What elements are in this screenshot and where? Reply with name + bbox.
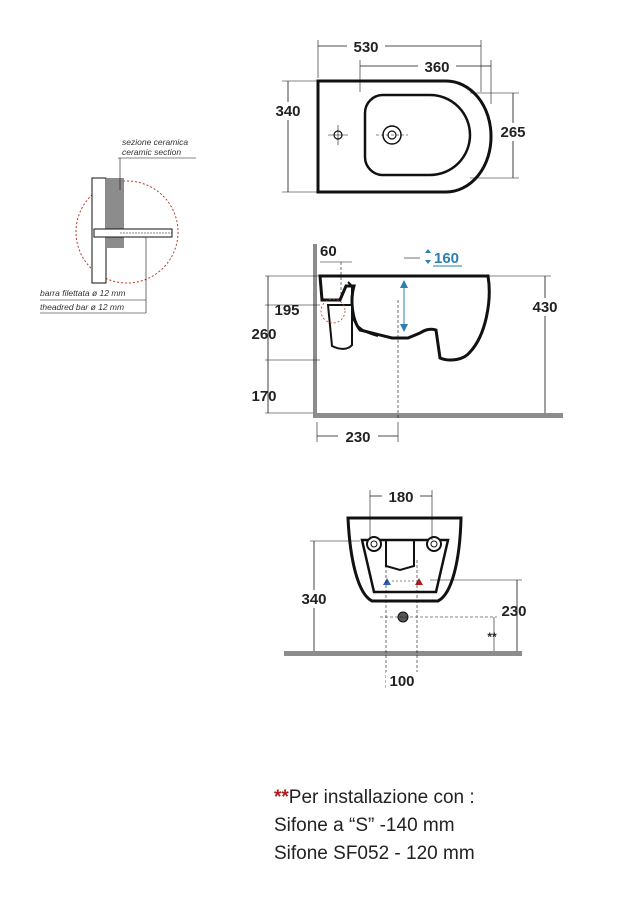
note-line-1: **Per installazione con : bbox=[274, 787, 475, 809]
note-line-2: Sifone a “S” -140 mm bbox=[274, 815, 455, 836]
label-bar-en: theadred bar ø 12 mm bbox=[40, 302, 124, 312]
dim-100: 100 bbox=[389, 673, 414, 690]
note-line-3: Sifone SF052 - 120 mm bbox=[274, 843, 475, 864]
fixing-right bbox=[426, 536, 442, 552]
note-stars: ** bbox=[274, 787, 289, 808]
dim-430: 430 bbox=[532, 299, 557, 316]
dim-265: 265 bbox=[500, 124, 525, 141]
side-floor bbox=[313, 413, 563, 418]
hot-water-icon bbox=[415, 578, 423, 585]
top-view-outline bbox=[316, 79, 493, 194]
dim-230-front: 230 bbox=[501, 603, 526, 620]
front-floor bbox=[284, 651, 522, 656]
label-section-it: sezione ceramica bbox=[122, 137, 188, 147]
dim-360: 360 bbox=[424, 59, 449, 76]
top-view-bowl bbox=[363, 93, 472, 177]
dim-170: 170 bbox=[251, 388, 276, 405]
dim-230-side: 230 bbox=[345, 429, 370, 446]
fixing-detail: sezione ceramica ceramic section barra f… bbox=[40, 137, 196, 314]
side-view: 160 60 430 195 260 170 230 bbox=[251, 243, 563, 446]
detail-circle bbox=[75, 180, 179, 284]
dim-180: 180 bbox=[388, 489, 413, 506]
dim-195: 195 bbox=[274, 302, 299, 319]
dim-340-front: 340 bbox=[301, 591, 326, 608]
star-mark: ** bbox=[487, 630, 497, 644]
dim-60: 60 bbox=[320, 243, 337, 260]
top-view: 530 360 340 265 bbox=[270, 37, 530, 194]
side-wall bbox=[313, 244, 317, 418]
front-view: 180 340 230 ** 100 bbox=[284, 488, 527, 690]
label-bar-it: barra filettata ø 12 mm bbox=[40, 288, 126, 298]
dim-340-top: 340 bbox=[275, 103, 300, 120]
dim-160: 160 bbox=[434, 250, 459, 267]
dim-260: 260 bbox=[251, 326, 276, 343]
fixing-left bbox=[366, 536, 382, 552]
dim-530: 530 bbox=[353, 39, 378, 56]
label-section-en: ceramic section bbox=[122, 147, 181, 157]
note-line1-text: Per installazione con : bbox=[288, 787, 475, 808]
cold-water-icon bbox=[383, 578, 391, 585]
